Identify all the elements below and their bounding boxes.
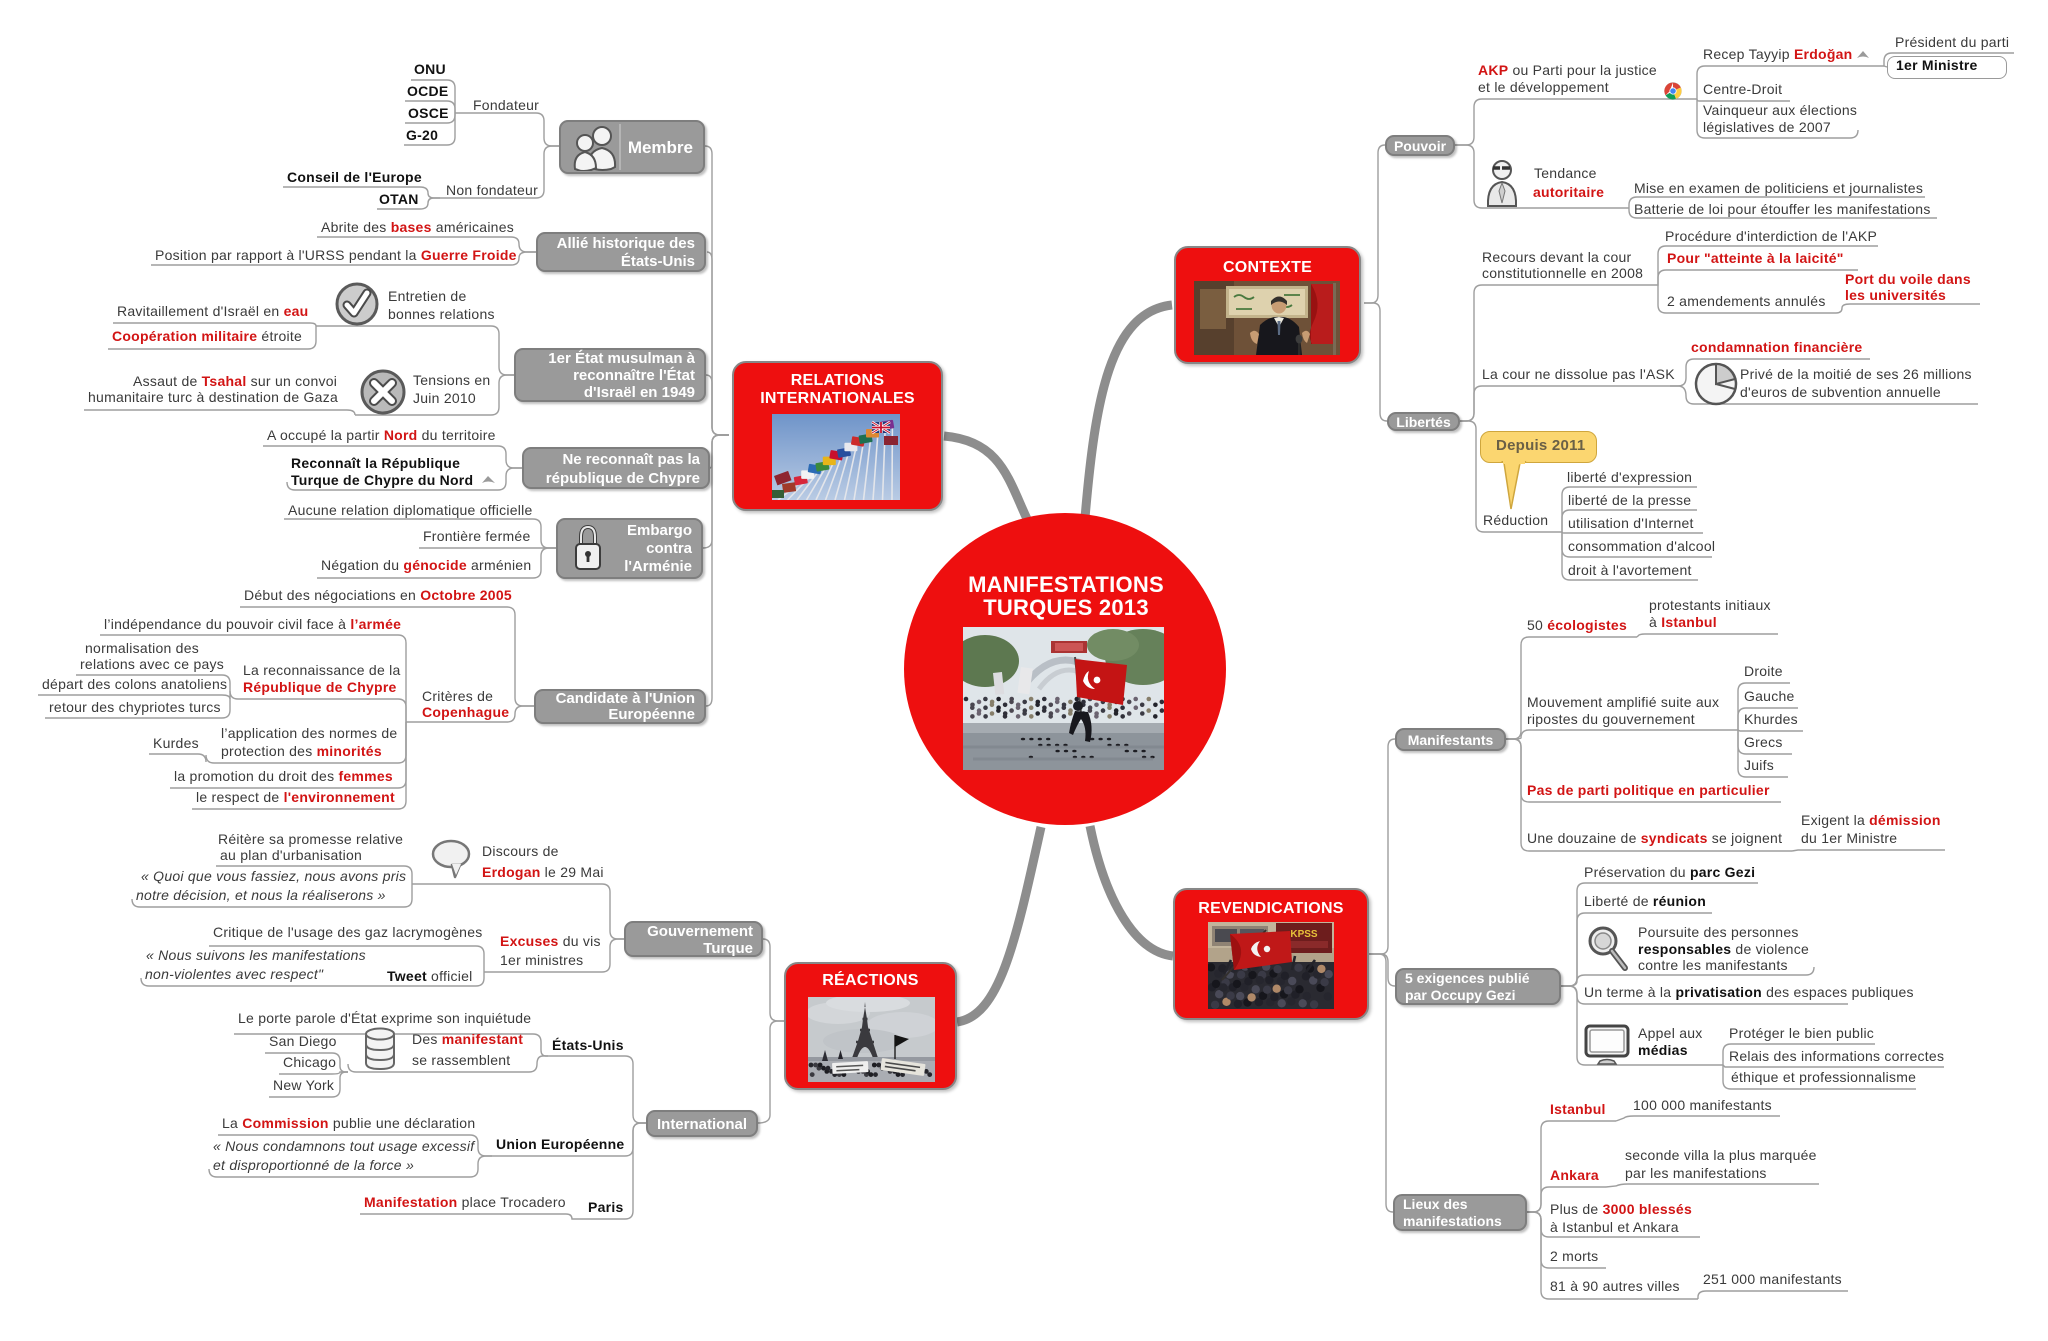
svg-text:KPSS: KPSS [1290,929,1318,940]
